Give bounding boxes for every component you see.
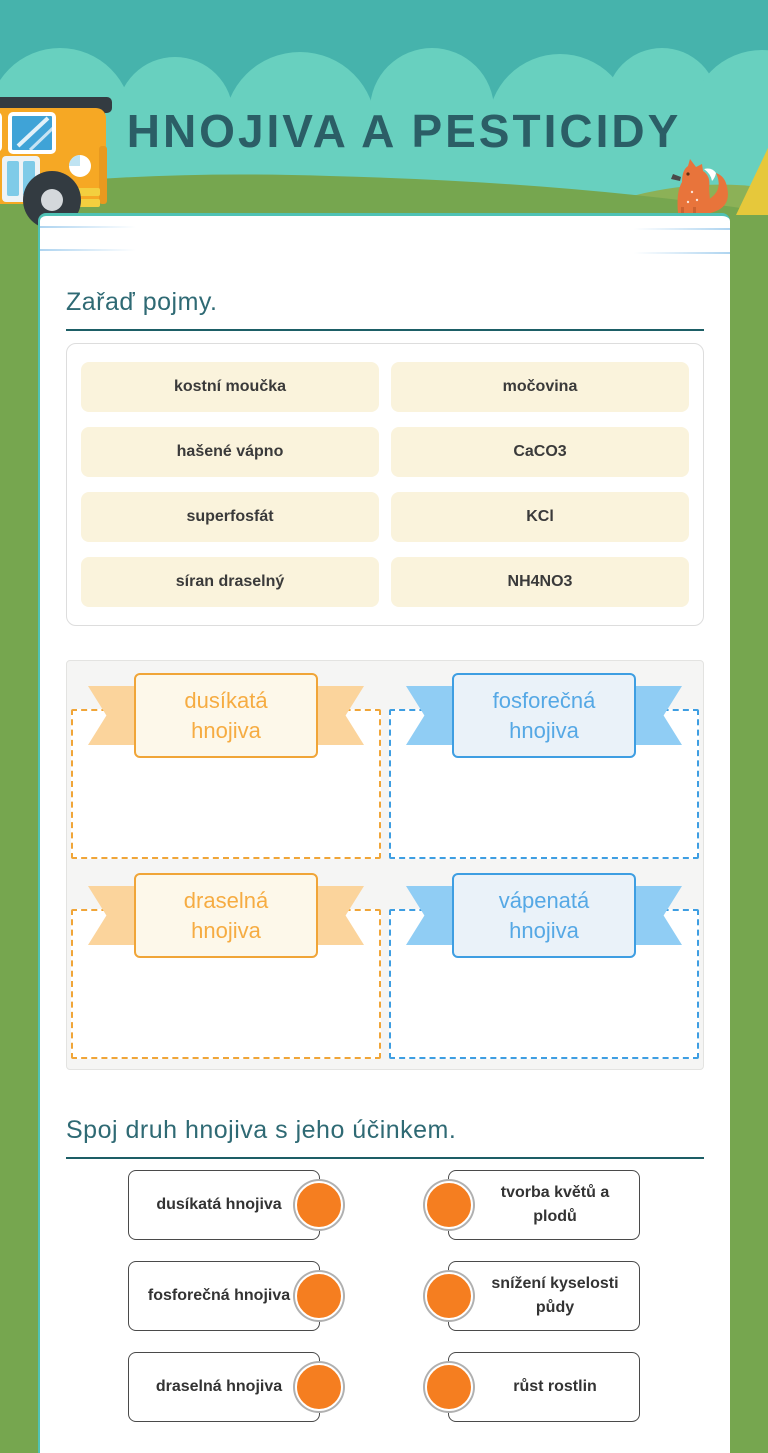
- zone-label: fosforečná hnojiva: [452, 673, 636, 758]
- match-right-label: tvorba květů a plodů: [500, 1184, 610, 1225]
- match-left-label: draselná hnojiva: [155, 1378, 283, 1395]
- word-bank-chip[interactable]: CaCO3: [391, 427, 689, 477]
- match-left-label: dusíkatá hnojiva: [156, 1196, 282, 1213]
- zone-label: draselná hnojiva: [134, 873, 318, 958]
- word-bank-chip[interactable]: hašené vápno: [81, 427, 379, 477]
- match-row: fosforečná hnojiva snížení kyselosti půd…: [128, 1261, 704, 1331]
- sort-section-heading: Zařaď pojmy.: [66, 288, 218, 316]
- decorative-line: [634, 228, 730, 230]
- yellow-tree: [736, 148, 768, 215]
- match-left-item[interactable]: dusíkatá hnojiva: [128, 1170, 343, 1240]
- drop-zone: vápenatá hnojiva: [389, 873, 699, 1059]
- sort-zones-panel: dusíkatá hnojiva fosforečná hnojiva: [66, 660, 704, 1070]
- word-bank-chip[interactable]: kostní moučka: [81, 362, 379, 412]
- match-row: draselná hnojiva růst rostlin: [128, 1352, 704, 1422]
- match-right-item[interactable]: tvorba květů a plodů: [425, 1170, 640, 1240]
- drop-zone: draselná hnojiva: [71, 873, 381, 1059]
- zone-label: dusíkatá hnojiva: [134, 673, 318, 758]
- page-title: HNOJIVA A PESTICIDY: [126, 105, 682, 157]
- word-bank-chip[interactable]: KCl: [391, 492, 689, 542]
- word-bank-chip[interactable]: močovina: [391, 362, 689, 412]
- zone-ribbon: fosforečná hnojiva: [406, 673, 682, 758]
- match-row: dusíkatá hnojiva tvorba květů a plodů: [128, 1170, 704, 1240]
- zone-label-line1: fosforečná: [492, 687, 596, 713]
- header-banner: HNOJIVA A PESTICIDY: [0, 0, 768, 232]
- bus-illustration: [0, 97, 112, 229]
- zone-label-line2: hnojiva: [509, 917, 579, 943]
- match-list: dusíkatá hnojiva tvorba květů a plodů fo…: [66, 1170, 704, 1422]
- decorative-line: [40, 226, 136, 228]
- word-bank: kostní moučka močovina hašené vápno CaCO…: [66, 343, 704, 626]
- decorative-line: [634, 252, 730, 254]
- drop-zone: fosforečná hnojiva: [389, 673, 699, 859]
- match-right-label: snížení kyselosti půdy: [491, 1275, 619, 1316]
- zone-ribbon: dusíkatá hnojiva: [88, 673, 364, 758]
- zone-label-line2: hnojiva: [509, 717, 579, 743]
- connector-dot[interactable]: [425, 1181, 473, 1229]
- connector-dot[interactable]: [295, 1272, 343, 1320]
- word-bank-chip[interactable]: síran draselný: [81, 557, 379, 607]
- zone-label-line1: dusíkatá: [184, 687, 268, 713]
- worksheet-card: Zařaď pojmy. kostní moučka močovina haše…: [38, 213, 730, 1453]
- fox-illustration: [671, 159, 728, 214]
- match-section-heading: Spoj druh hnojiva s jeho účinkem.: [66, 1116, 457, 1144]
- zone-ribbon: vápenatá hnojiva: [406, 873, 682, 958]
- connector-dot[interactable]: [295, 1181, 343, 1229]
- connector-dot[interactable]: [295, 1363, 343, 1411]
- match-left-item[interactable]: fosforečná hnojiva: [128, 1261, 343, 1331]
- zone-label-line1: vápenatá: [498, 887, 590, 913]
- match-left-item[interactable]: draselná hnojiva: [128, 1352, 343, 1422]
- drop-zone: dusíkatá hnojiva: [71, 673, 381, 859]
- heading-underline: [66, 1157, 704, 1159]
- match-right-item[interactable]: růst rostlin: [425, 1352, 640, 1422]
- connector-dot[interactable]: [425, 1272, 473, 1320]
- connector-dot[interactable]: [425, 1363, 473, 1411]
- zone-ribbon: draselná hnojiva: [88, 873, 364, 958]
- zone-label-line2: hnojiva: [191, 717, 261, 743]
- word-bank-chip[interactable]: NH4NO3: [391, 557, 689, 607]
- zone-label-line1: draselná: [183, 887, 269, 913]
- zone-label: vápenatá hnojiva: [452, 873, 636, 958]
- word-bank-chip[interactable]: superfosfát: [81, 492, 379, 542]
- match-left-label: fosforečná hnojiva: [147, 1287, 291, 1304]
- match-right-label: růst rostlin: [513, 1378, 597, 1395]
- zone-label-line2: hnojiva: [191, 917, 261, 943]
- heading-underline: [66, 329, 704, 331]
- decorative-line: [40, 249, 136, 251]
- match-right-item[interactable]: snížení kyselosti půdy: [425, 1261, 640, 1331]
